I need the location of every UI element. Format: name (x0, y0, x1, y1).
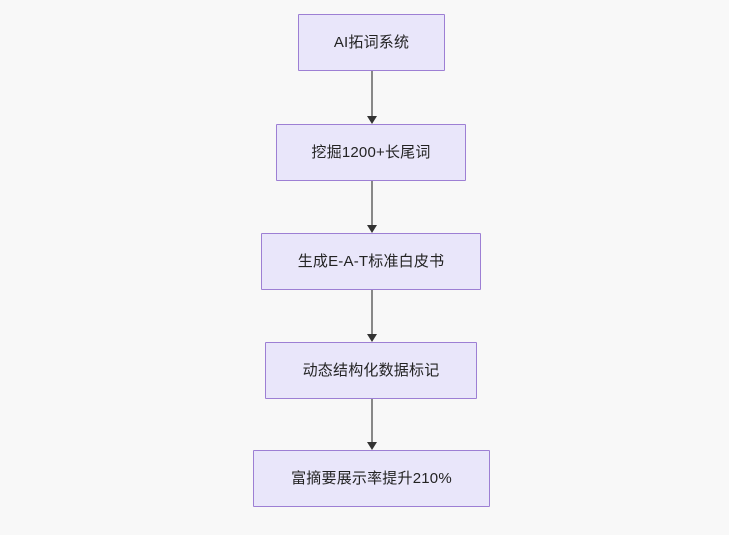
flowchart-edge-n2-n3 (363, 181, 381, 233)
edge-line (371, 71, 373, 117)
flowchart-node-n3[interactable]: 生成E-A-T标准白皮书 (261, 233, 481, 290)
edge-line (371, 290, 373, 335)
flowchart-node-label: 动态结构化数据标记 (302, 362, 440, 379)
edge-line (371, 181, 373, 226)
flowchart-node-n5[interactable]: 富摘要展示率提升210% (253, 450, 490, 507)
flowchart-node-n1[interactable]: AI拓词系统 (298, 14, 445, 71)
flowchart-node-n4[interactable]: 动态结构化数据标记 (265, 342, 477, 399)
flowchart-edge-n1-n2 (363, 71, 381, 124)
flowchart-node-label: 生成E-A-T标准白皮书 (297, 253, 445, 270)
flowchart-edge-n4-n5 (363, 399, 381, 450)
flowchart-node-label: 挖掘1200+长尾词 (311, 144, 431, 161)
flowchart-node-n2[interactable]: 挖掘1200+长尾词 (276, 124, 466, 181)
flowchart-edge-n3-n4 (363, 290, 381, 342)
arrow-down-icon (367, 442, 377, 450)
arrow-down-icon (367, 116, 377, 124)
flowchart-node-label: 富摘要展示率提升210% (291, 470, 452, 487)
flowchart-node-label: AI拓词系统 (333, 34, 410, 51)
edge-line (371, 399, 373, 443)
arrow-down-icon (367, 334, 377, 342)
arrow-down-icon (367, 225, 377, 233)
